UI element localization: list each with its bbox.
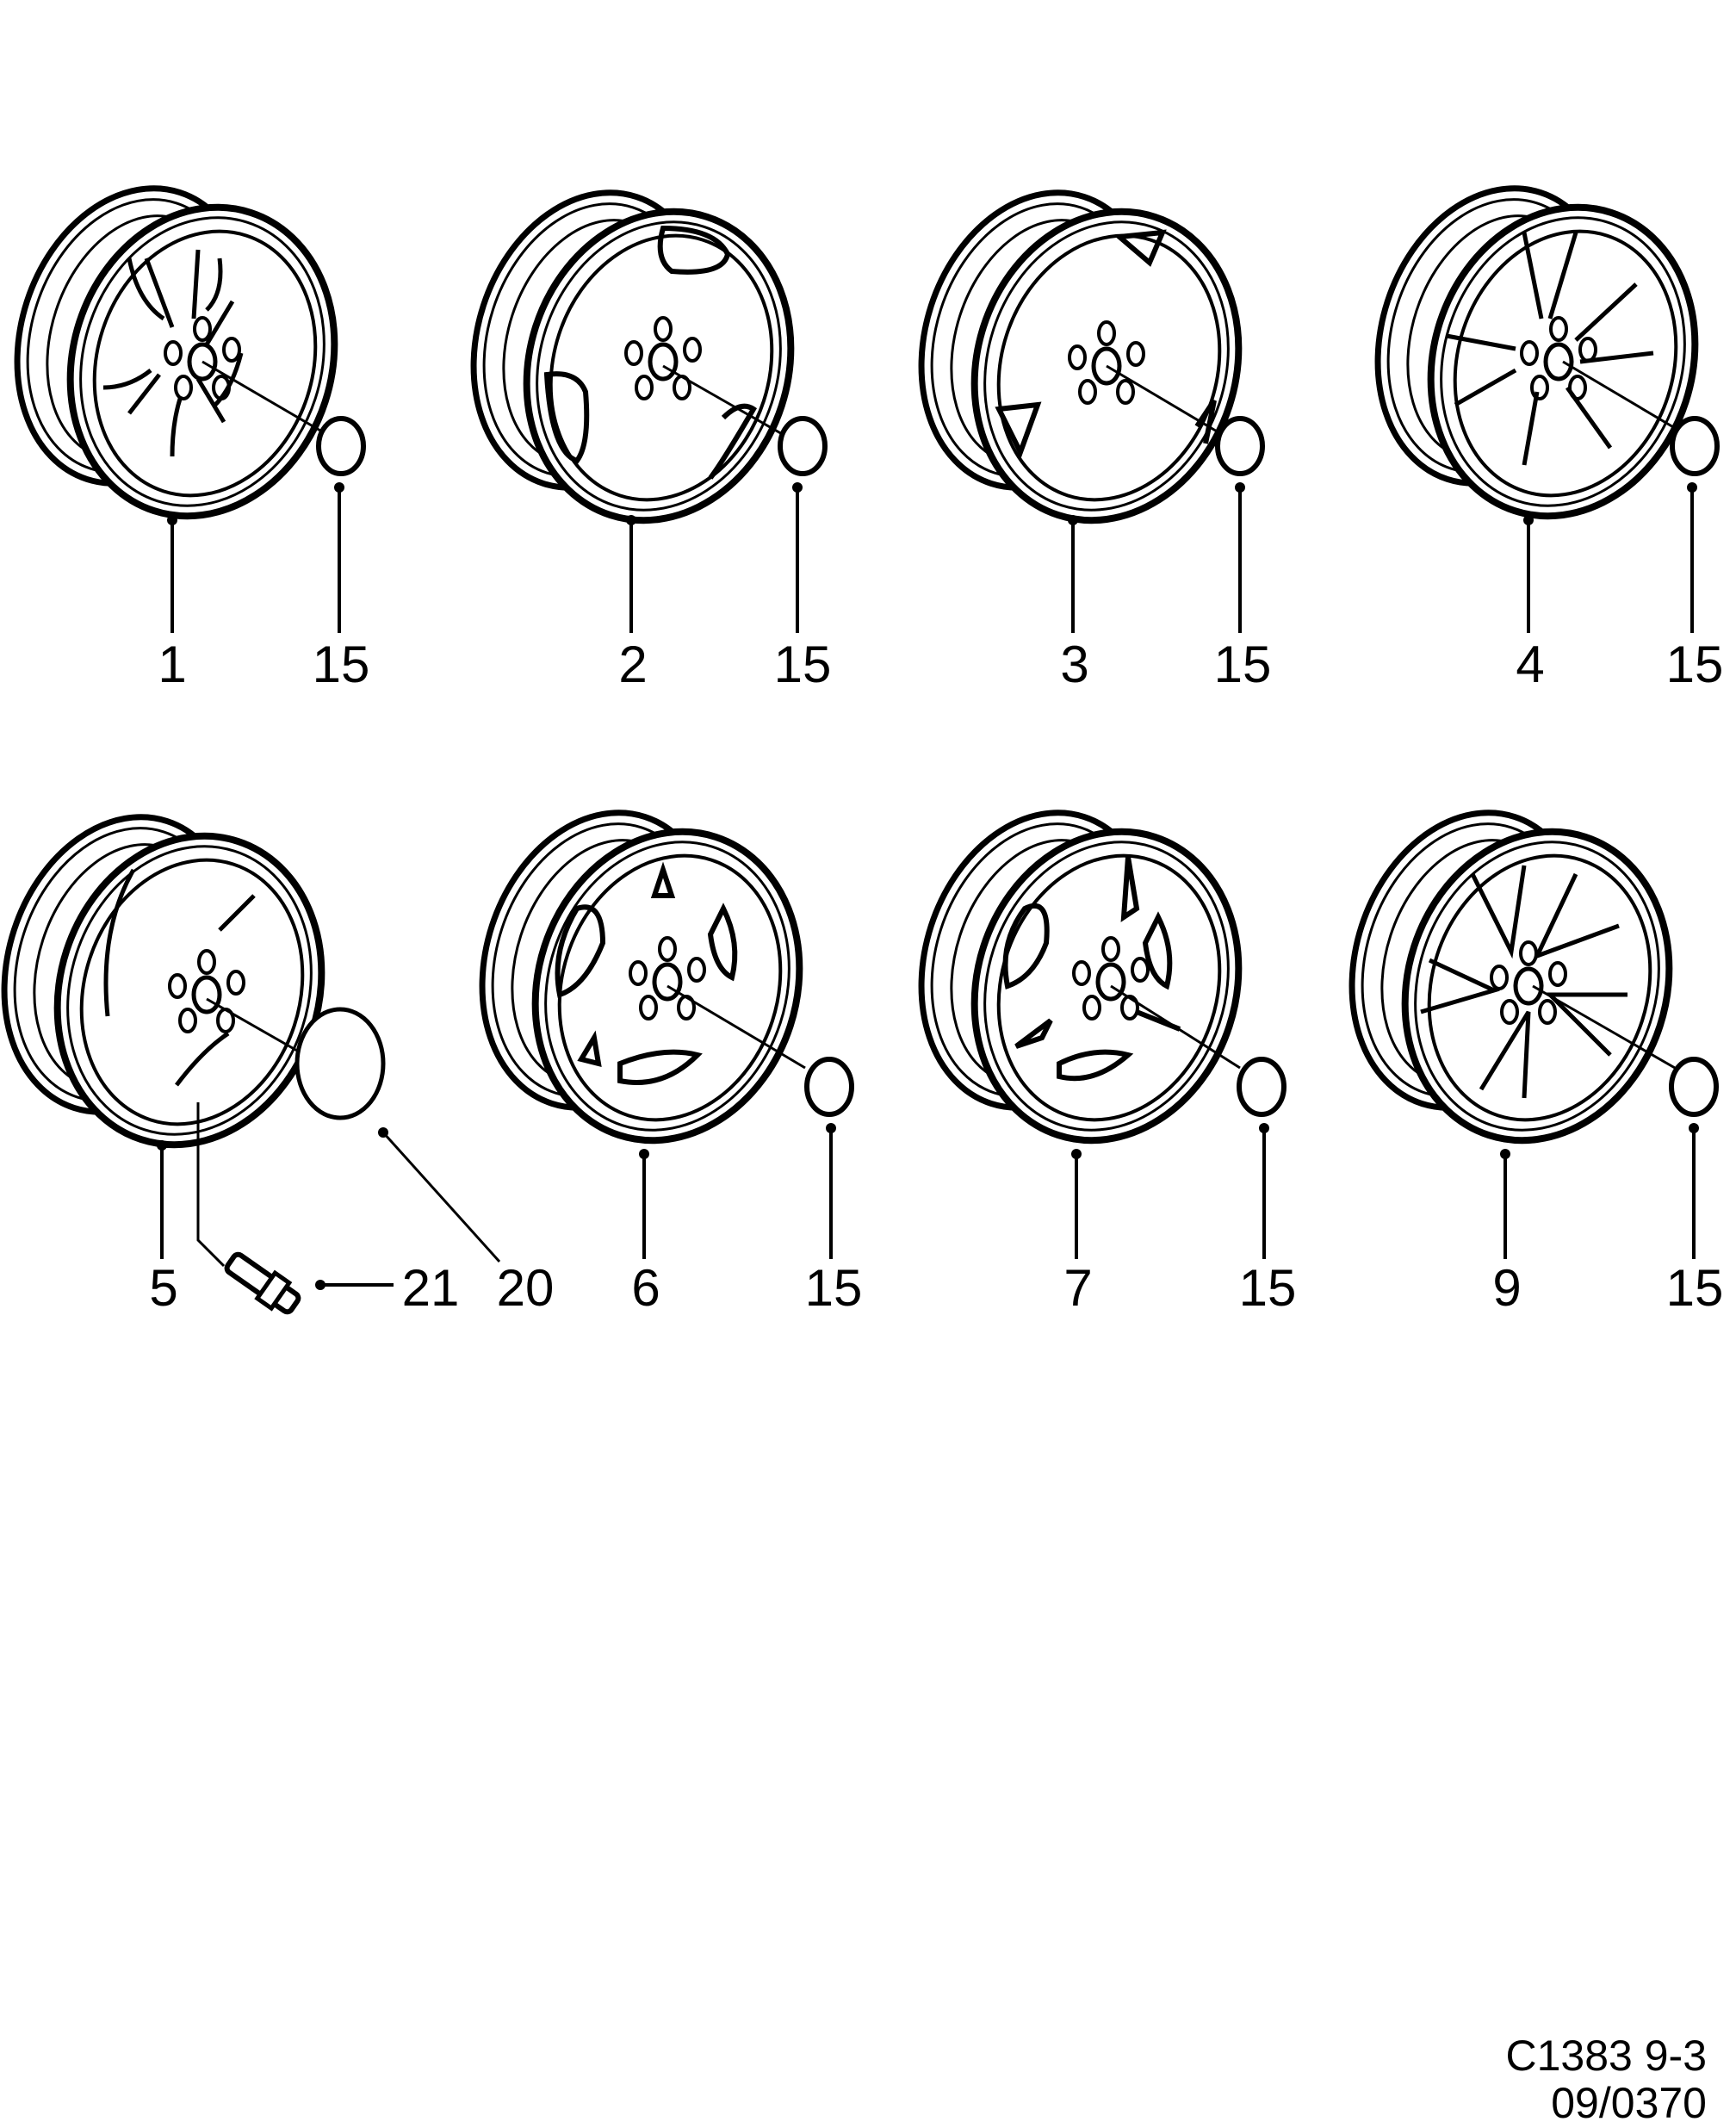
- part-label-21: 21: [401, 1259, 460, 1317]
- wheel-4[interactable]: [1341, 158, 1734, 550]
- wheel-7[interactable]: [884, 782, 1278, 1175]
- part-label-1: 1: [158, 636, 187, 693]
- part-label-15: 15: [773, 636, 832, 693]
- wheel-9[interactable]: [1315, 782, 1708, 1175]
- part-label-20: 20: [496, 1259, 555, 1317]
- part-label-15: 15: [804, 1259, 863, 1317]
- wheel-2[interactable]: [437, 162, 830, 555]
- wheel-6[interactable]: [445, 782, 839, 1175]
- wheel-1[interactable]: [0, 158, 374, 550]
- part-label-9: 9: [1492, 1259, 1522, 1317]
- reference-code: C1383 9-3: [1505, 2032, 1708, 2080]
- part-label-15: 15: [1665, 1259, 1724, 1317]
- drawing-reference: C1383 9-3 09/0370: [1506, 2032, 1708, 2127]
- part-label-15: 15: [1238, 1259, 1297, 1317]
- wheel-3[interactable]: [884, 162, 1278, 555]
- part-label-15: 15: [1213, 636, 1272, 693]
- part-label-15: 15: [312, 636, 370, 693]
- valve-stem-21[interactable]: [222, 1248, 303, 1318]
- wheel-5[interactable]: [0, 786, 361, 1179]
- part-label-3: 3: [1060, 636, 1089, 693]
- part-label-15: 15: [1665, 636, 1724, 693]
- center-cap-15[interactable]: [319, 419, 363, 474]
- part-label-2: 2: [618, 636, 648, 693]
- center-cap-15[interactable]: [807, 1059, 852, 1114]
- part-label-4: 4: [1516, 636, 1545, 693]
- center-cap-15[interactable]: [1672, 419, 1717, 474]
- center-cap-15[interactable]: [1671, 1059, 1716, 1114]
- part-label-6: 6: [631, 1259, 660, 1317]
- center-cap-20[interactable]: [294, 1007, 386, 1120]
- reference-date: 09/0370: [1551, 2079, 1707, 2127]
- part-label-7: 7: [1063, 1259, 1093, 1317]
- center-cap-15[interactable]: [1218, 419, 1262, 474]
- center-cap-15[interactable]: [1239, 1059, 1284, 1114]
- part-label-5: 5: [149, 1259, 178, 1317]
- center-cap-15[interactable]: [780, 419, 825, 474]
